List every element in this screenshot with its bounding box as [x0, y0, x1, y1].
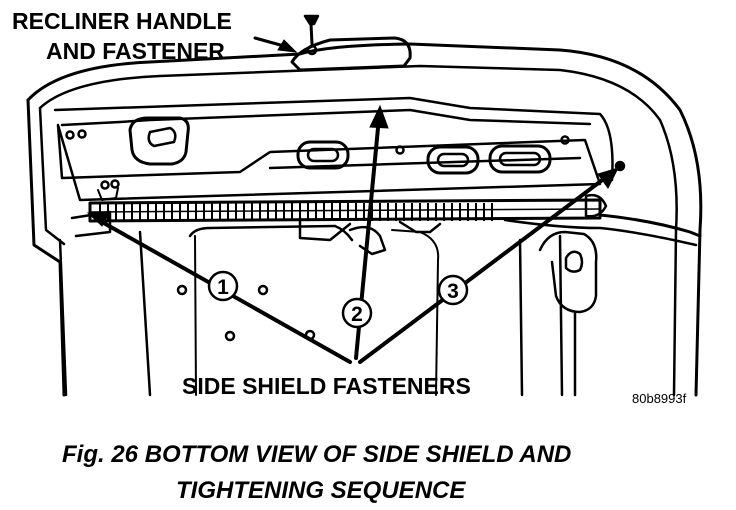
callout-number: 3: [447, 280, 459, 303]
callout-number: 1: [217, 276, 229, 299]
callout-circle: [437, 274, 469, 306]
callout-2: 2: [341, 297, 373, 329]
callout-circle: [207, 270, 239, 302]
callout-circle: [341, 297, 373, 329]
caption-line1: Fig. 26 BOTTOM VIEW OF SIDE SHIELD AND: [62, 441, 571, 468]
recliner-label-line1: RECLINER HANDLE: [12, 8, 232, 34]
reference-code: 80b8993f: [632, 391, 687, 406]
caption-line2: TIGHTENING SEQUENCE: [176, 477, 466, 504]
callout-number: 2: [351, 303, 363, 326]
recliner-label-line2: AND FASTENER: [46, 38, 225, 64]
gear-track-teeth: [99, 203, 493, 221]
callout-1: 1: [207, 270, 239, 302]
side-shield-label: SIDE SHIELD FASTENERS: [182, 373, 471, 399]
callout-3: 3: [437, 274, 469, 306]
